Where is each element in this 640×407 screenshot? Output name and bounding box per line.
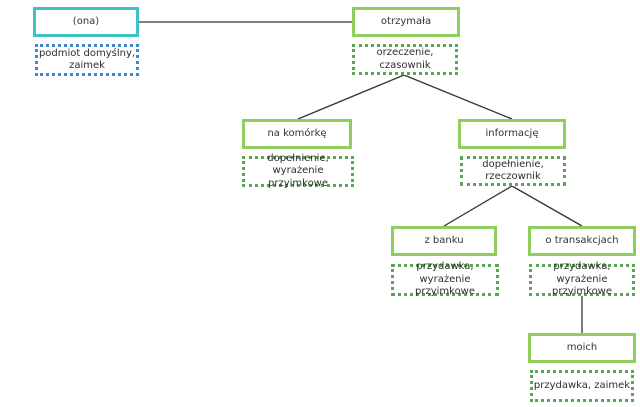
edge-otrzymala-na-komorke [297, 74, 405, 120]
node-tag-otrzymala: orzeczenie, czasownik [352, 44, 458, 75]
node-tag-ona: podmiot domyślny, zaimek [35, 44, 139, 76]
node-tag-informacje: dopełnienie, rzeczownik [460, 156, 566, 186]
node-word-z-banku: z banku [391, 226, 497, 256]
node-word-na-komorke: na komórkę [242, 119, 352, 149]
node-word-ona: (ona) [33, 7, 139, 37]
node-tag-o-transakcjach: przydawka, wyrażenie przyimkowe [529, 261, 635, 297]
node-word-o-transakcjach: o transakcjach [528, 226, 636, 256]
node-tag-z-banku: przydawka, wyrażenie przyimkowe [391, 261, 499, 297]
edge-informacje-o-transakcjach [511, 185, 583, 227]
edge-otrzymala-informacje [403, 74, 513, 120]
node-tag-moich: przydawka, zaimek [530, 370, 634, 402]
node-word-moich: moich [528, 333, 636, 363]
node-word-otrzymala: otrzymała [352, 7, 460, 37]
node-tag-na-komorke: dopełnienie, wyrażenie przyimkowe [242, 153, 354, 189]
node-word-informacje: informację [458, 119, 566, 149]
edge-informacje-z-banku [443, 185, 513, 227]
